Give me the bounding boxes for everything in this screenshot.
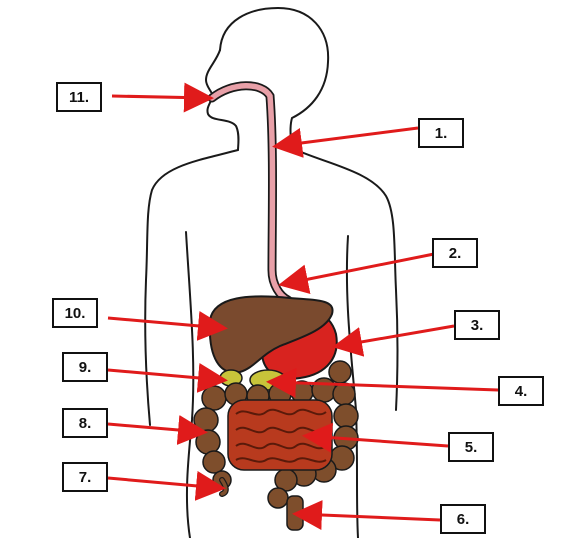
label-1: 1. xyxy=(418,118,464,148)
small-intestine-coils xyxy=(235,408,327,463)
label-3: 3. xyxy=(454,310,500,340)
esophagus-fill xyxy=(209,83,291,303)
arrow-7 xyxy=(107,470,226,501)
arrow-6 xyxy=(292,500,441,530)
left-torso xyxy=(185,231,195,538)
arrow-11 xyxy=(111,82,214,113)
esophagus-shape xyxy=(207,81,293,305)
right-shoulder-arm xyxy=(291,147,399,411)
arrow-4 xyxy=(266,367,499,398)
label-10: 10. xyxy=(52,298,98,328)
arrow-9 xyxy=(107,362,228,393)
arrow-3 xyxy=(332,324,455,357)
label-4: 4. xyxy=(498,376,544,406)
arrow-10 xyxy=(107,310,228,341)
label-5: 5. xyxy=(448,432,494,462)
pointer-arrows xyxy=(107,82,499,530)
left-shoulder-arm xyxy=(144,149,239,426)
label-2: 2. xyxy=(432,238,478,268)
arrow-1 xyxy=(272,126,419,158)
label-7: 7. xyxy=(62,462,108,492)
label-6: 6. xyxy=(440,504,486,534)
arrow-2 xyxy=(278,252,435,295)
arrow-8 xyxy=(107,415,208,445)
label-11: 11. xyxy=(56,82,102,112)
label-8: 8. xyxy=(62,408,108,438)
arrow-5 xyxy=(302,422,449,453)
head-outline xyxy=(219,6,330,149)
label-9: 9. xyxy=(62,352,108,382)
